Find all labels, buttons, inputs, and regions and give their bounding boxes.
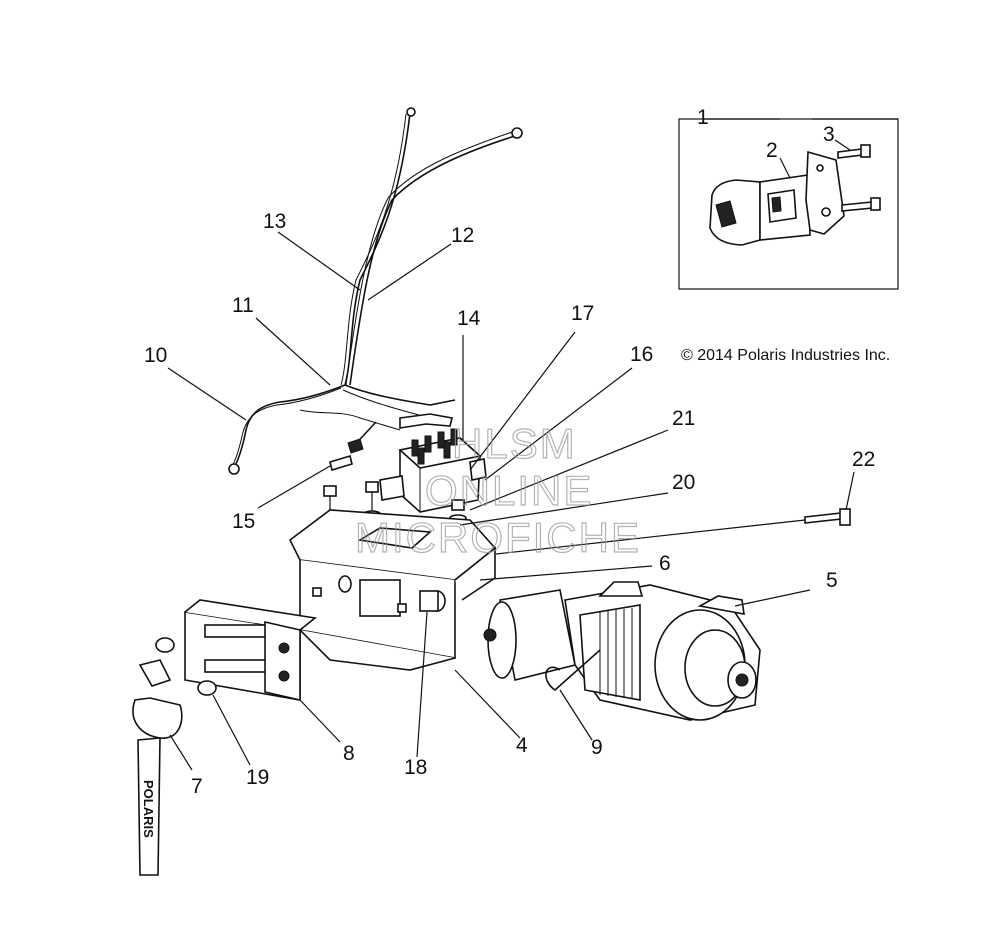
callout-17: 17 <box>571 302 594 325</box>
strap-brand-text: POLARIS <box>141 780 156 838</box>
callout-13: 13 <box>263 210 286 233</box>
roller-fairlead <box>155 599 317 702</box>
callout-21: 21 <box>672 407 695 430</box>
clutch-lever <box>545 649 601 692</box>
callout-7: 7 <box>191 775 203 798</box>
callout-15: 15 <box>232 510 255 533</box>
copyright-notice: © 2014 Polaris Industries Inc. <box>681 347 890 364</box>
callout-3: 3 <box>823 123 835 146</box>
watermark-line-3: MICROFICHE <box>355 514 641 561</box>
callout-14: 14 <box>457 307 481 330</box>
leader-lines <box>167 118 898 771</box>
cable-terminal-block <box>399 413 453 429</box>
ring-terminal <box>406 107 416 117</box>
hook-strap: POLARIS <box>132 659 183 876</box>
callout-12: 12 <box>451 224 474 247</box>
watermark-line-1: HLSM <box>452 420 577 467</box>
callout-6: 6 <box>659 552 671 575</box>
callout-18: 18 <box>404 756 427 779</box>
cable-tie <box>329 454 353 472</box>
solenoid-cover <box>709 179 761 246</box>
inset-frame <box>678 118 899 290</box>
callout-16: 16 <box>630 343 653 366</box>
callout-9: 9 <box>591 736 603 759</box>
callout-labels: 1 2 3 4 5 6 7 8 9 10 11 12 13 14 15 16 1… <box>144 106 875 798</box>
inset-solenoid-assembly <box>678 118 899 290</box>
bolt-icon <box>837 148 863 159</box>
watermark-line-2: ONLINE <box>425 467 593 514</box>
callout-22: 22 <box>852 448 875 471</box>
winch-assembly <box>483 581 761 721</box>
cable-harness <box>228 107 523 475</box>
callout-5: 5 <box>826 569 838 592</box>
mounting-plate <box>288 509 497 671</box>
bolt-icon <box>804 512 842 524</box>
ring-terminal <box>511 127 523 139</box>
callout-20: 20 <box>672 471 695 494</box>
callout-2: 2 <box>766 139 778 162</box>
callout-1: 1 <box>697 106 709 129</box>
hook-icon <box>132 697 183 739</box>
bolt-icon <box>841 201 873 212</box>
callout-10: 10 <box>144 344 167 367</box>
callout-11: 11 <box>232 294 254 317</box>
solenoid-bracket <box>805 150 845 235</box>
callout-4: 4 <box>516 734 528 757</box>
winch-strap <box>137 737 161 876</box>
callout-19: 19 <box>246 766 269 789</box>
watermark: HLSM ONLINE MICROFICHE <box>354 419 641 561</box>
ring-terminal <box>228 463 240 475</box>
solenoid-connector <box>715 200 737 228</box>
callout-8: 8 <box>343 742 355 765</box>
